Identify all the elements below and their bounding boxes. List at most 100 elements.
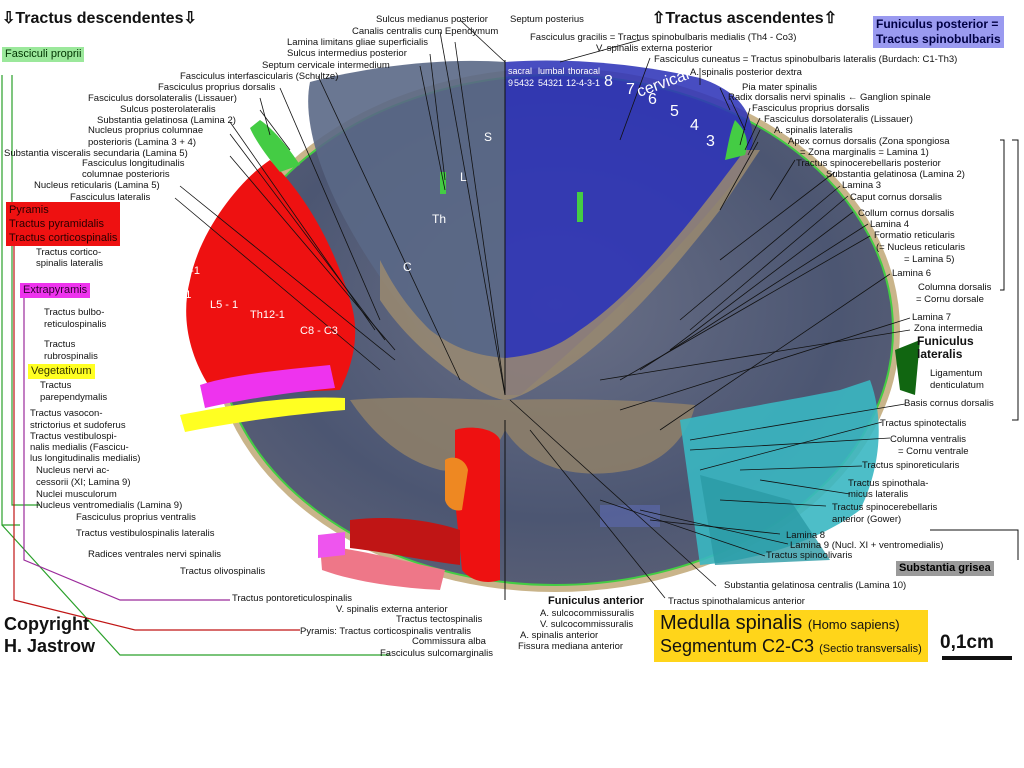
- inner-seg-9: 9: [508, 78, 514, 88]
- label-rubrospinalis-1: Tractus: [44, 339, 76, 350]
- label-lissauer-l: Fasciculus dorsolateralis (Lissauer): [88, 93, 237, 104]
- copyright-1: Copyright: [4, 614, 89, 634]
- inner-seg-l5: L5 - 1: [210, 299, 239, 311]
- label-collum-cornus: Collum cornus dorsalis: [858, 208, 955, 219]
- label-columna-ventralis: Columna ventralis: [890, 434, 967, 445]
- radices-ventrales: [318, 532, 345, 558]
- label-fasciculus-proprius-dorsalis-r: Fasciculus proprius dorsalis: [752, 103, 870, 114]
- label-tractus-olivospinalis: Tractus olivospinalis: [180, 566, 266, 577]
- tag-pyramis-3: Tractus corticospinalis: [9, 232, 118, 244]
- inner-seg-7: 7: [626, 81, 635, 98]
- tag-extrapyramis: Extrapyramis: [20, 283, 91, 298]
- label-nuclei-musculorum: Nuclei musculorum: [36, 489, 117, 500]
- inner-lumbal: lumbal: [538, 66, 565, 76]
- inner-seg-5: 5: [670, 103, 679, 120]
- funiculus-posterior-left: [308, 60, 505, 395]
- tag-funiculus-posterior-2: Tractus spinobulbaris: [876, 32, 1001, 46]
- label-pia-mater: Pia mater spinalis: [742, 82, 817, 93]
- label-vasoconstrictorius-2: strictorius et sudoferus: [30, 420, 126, 431]
- copyright: Copyright H. Jastrow: [4, 613, 95, 657]
- tag-fasciculi-proprii: Fasciculi proprii: [2, 47, 85, 62]
- label-a-spinalis-posterior-dextra: A. spinalis posterior dextra: [690, 67, 802, 78]
- fasciculus-proprius-dorsalis-right: [725, 120, 747, 160]
- label-ligamentum-denticulatum-2: denticulatum: [930, 380, 984, 391]
- label-lamina-6: Lamina 6: [892, 268, 932, 279]
- label-v-spinalis-externa-anterior: V. spinalis externa anterior: [336, 604, 448, 615]
- label-radix-dorsalis: Radix dorsalis nervi spinalis ← Ganglion…: [728, 92, 931, 103]
- tractus-olivospinalis: [320, 545, 445, 590]
- label-substantia-gelatinosa-l: Substantia gelatinosa (Lamina 2): [97, 115, 236, 126]
- label-substantia-visceralis: Substantia visceralis secundaria (Lamina…: [4, 148, 188, 159]
- label-lamina-9: Lamina 9 (Nucl. XI + ventromedialis): [790, 540, 944, 551]
- inner-seg-3: 3: [706, 133, 715, 150]
- label-lissauer-r: Fasciculus dorsolateralis (Lissauer): [764, 114, 913, 125]
- label-tractus-corticospinalis-lat-1: Tractus cortico-: [36, 247, 102, 258]
- inner-S: S: [484, 130, 493, 144]
- label-a-spinalis-lateralis: A. spinalis lateralis: [774, 125, 853, 136]
- label-tractus-tectospinalis: Tractus tectospinalis: [396, 614, 483, 625]
- leader-lines: [174, 19, 911, 599]
- label-sulcus-intermedius: Sulcus intermedius posterior: [287, 48, 407, 59]
- inner-L: L: [460, 170, 467, 184]
- substantia-grisea: [380, 150, 760, 400]
- label-vestibulospinalis-lateralis: Tractus vestibulospinalis lateralis: [76, 528, 215, 539]
- label-cornu-dorsale: = Cornu dorsale: [916, 294, 984, 305]
- inner-C: C: [403, 260, 412, 274]
- label-columna-dorsalis: Columna dorsalis: [918, 282, 992, 293]
- title-main-1: Medulla spinalis: [660, 612, 803, 634]
- label-fissura-mediana: Fissura mediana anterior: [518, 641, 624, 652]
- inner-seg-5432: 5432: [514, 78, 535, 88]
- scale-label: 0,1cm: [940, 632, 994, 653]
- label-lamina-4: Lamina 4: [870, 219, 910, 230]
- ligamentum-denticulatum: [895, 340, 920, 395]
- title-box: Medulla spinalis (Homo sapiens) Segmentu…: [654, 610, 928, 662]
- label-canalis-centralis: Canalis centralis cum Ependymum: [352, 26, 499, 37]
- inner-seg-6: 6: [648, 91, 657, 108]
- inner-seg-co3: Co3-1: [170, 265, 200, 277]
- label-lamina-3: Lamina 3: [842, 180, 882, 191]
- label-fasciculus-sulcomarginalis: Fasciculus sulcomarginalis: [380, 648, 493, 659]
- tag-pyramis-1: Pyramis: [9, 204, 49, 216]
- label-fasciculus-longitudinalis: Fasciculus longitudinalis: [82, 158, 185, 169]
- bracket-lines-red: [13, 245, 300, 631]
- tag-pyramis: Pyramis Tractus pyramidalis Tractus cort…: [6, 202, 121, 246]
- label-spinotectalis: Tractus spinotectalis: [880, 418, 967, 429]
- label-septum-cervicale: Septum cervicale intermedium: [262, 60, 390, 71]
- label-zona-intermedia: Zona intermedia: [914, 323, 983, 334]
- label-septum-posterius: Septum posterius: [510, 14, 584, 25]
- label-cornu-ventrale: = Cornu ventrale: [898, 446, 969, 457]
- copyright-2: H. Jastrow: [4, 636, 96, 656]
- label-nucleus-accessorii-2: cessorii (XI; Lamina 9): [36, 477, 131, 488]
- tractus-vegetativum: [180, 397, 345, 432]
- label-lamina-8: Lamina 8: [786, 530, 826, 541]
- label-nucleus-reticularis: Nucleus reticularis (Lamina 5): [34, 180, 160, 191]
- label-corticospinalis-ventralis: Pyramis: Tractus corticospinalis ventral…: [300, 626, 472, 637]
- label-radices-ventrales: Radices ventrales nervi spinalis: [88, 549, 222, 560]
- label-parependymalis-2: parependymalis: [40, 392, 108, 403]
- label-fasciculus-interfascicularis: Fasciculus interfascicularis (Schultze): [180, 71, 339, 82]
- label-formatio-reticularis: Formatio reticularis: [874, 230, 955, 241]
- label-nucleus-reticularis-r: (= Nucleus reticularis: [876, 242, 965, 253]
- inner-thoracal: thoracal: [568, 66, 601, 76]
- header-ascending: ⇧Tractus ascendentes⇧: [652, 10, 838, 27]
- label-v-spinalis-externa-posterior: V. spinalis externa posterior: [596, 43, 713, 54]
- label-spinothalamicus-anterior: Tractus spinothalamicus anterior: [668, 596, 805, 607]
- title-main-2: Segmentum C2-C3: [660, 636, 815, 656]
- label-spinothalamicus-lat-1: Tractus spinothala-: [848, 478, 929, 489]
- label-sulcus-medianus-posterior: Sulcus medianus posterior: [376, 14, 488, 25]
- label-spinoreticularis: Tractus spinoreticularis: [862, 460, 960, 471]
- label-a-spinalis-anterior: A. spinalis anterior: [520, 630, 599, 641]
- label-ligamentum-denticulatum-1: Ligamentum: [930, 368, 983, 379]
- label-spinocerebellaris-anterior-2: anterior (Gower): [832, 514, 902, 525]
- label-substantia-gelatinosa-r: Substantia gelatinosa (Lamina 2): [826, 169, 965, 180]
- scale-bar: [942, 656, 1012, 660]
- tag-funiculus-posterior: Funiculus posterior = Tractus spinobulba…: [873, 16, 1004, 48]
- label-fasciculus-gracilis: Fasciculus gracilis = Tractus spinobulba…: [530, 32, 797, 43]
- label-nucleus-proprius-2: posterioris (Lamina 3 + 4): [88, 137, 196, 148]
- inner-seg-th12: Th12-1: [250, 309, 285, 321]
- title-sub-1: (Homo sapiens): [807, 617, 900, 632]
- tractus-rubrospinalis: [200, 365, 335, 408]
- label-sulcus-posterolateralis: Sulcus posterolateralis: [120, 104, 216, 115]
- label-tractus-corticospinalis-lat-2: spinalis lateralis: [36, 258, 104, 269]
